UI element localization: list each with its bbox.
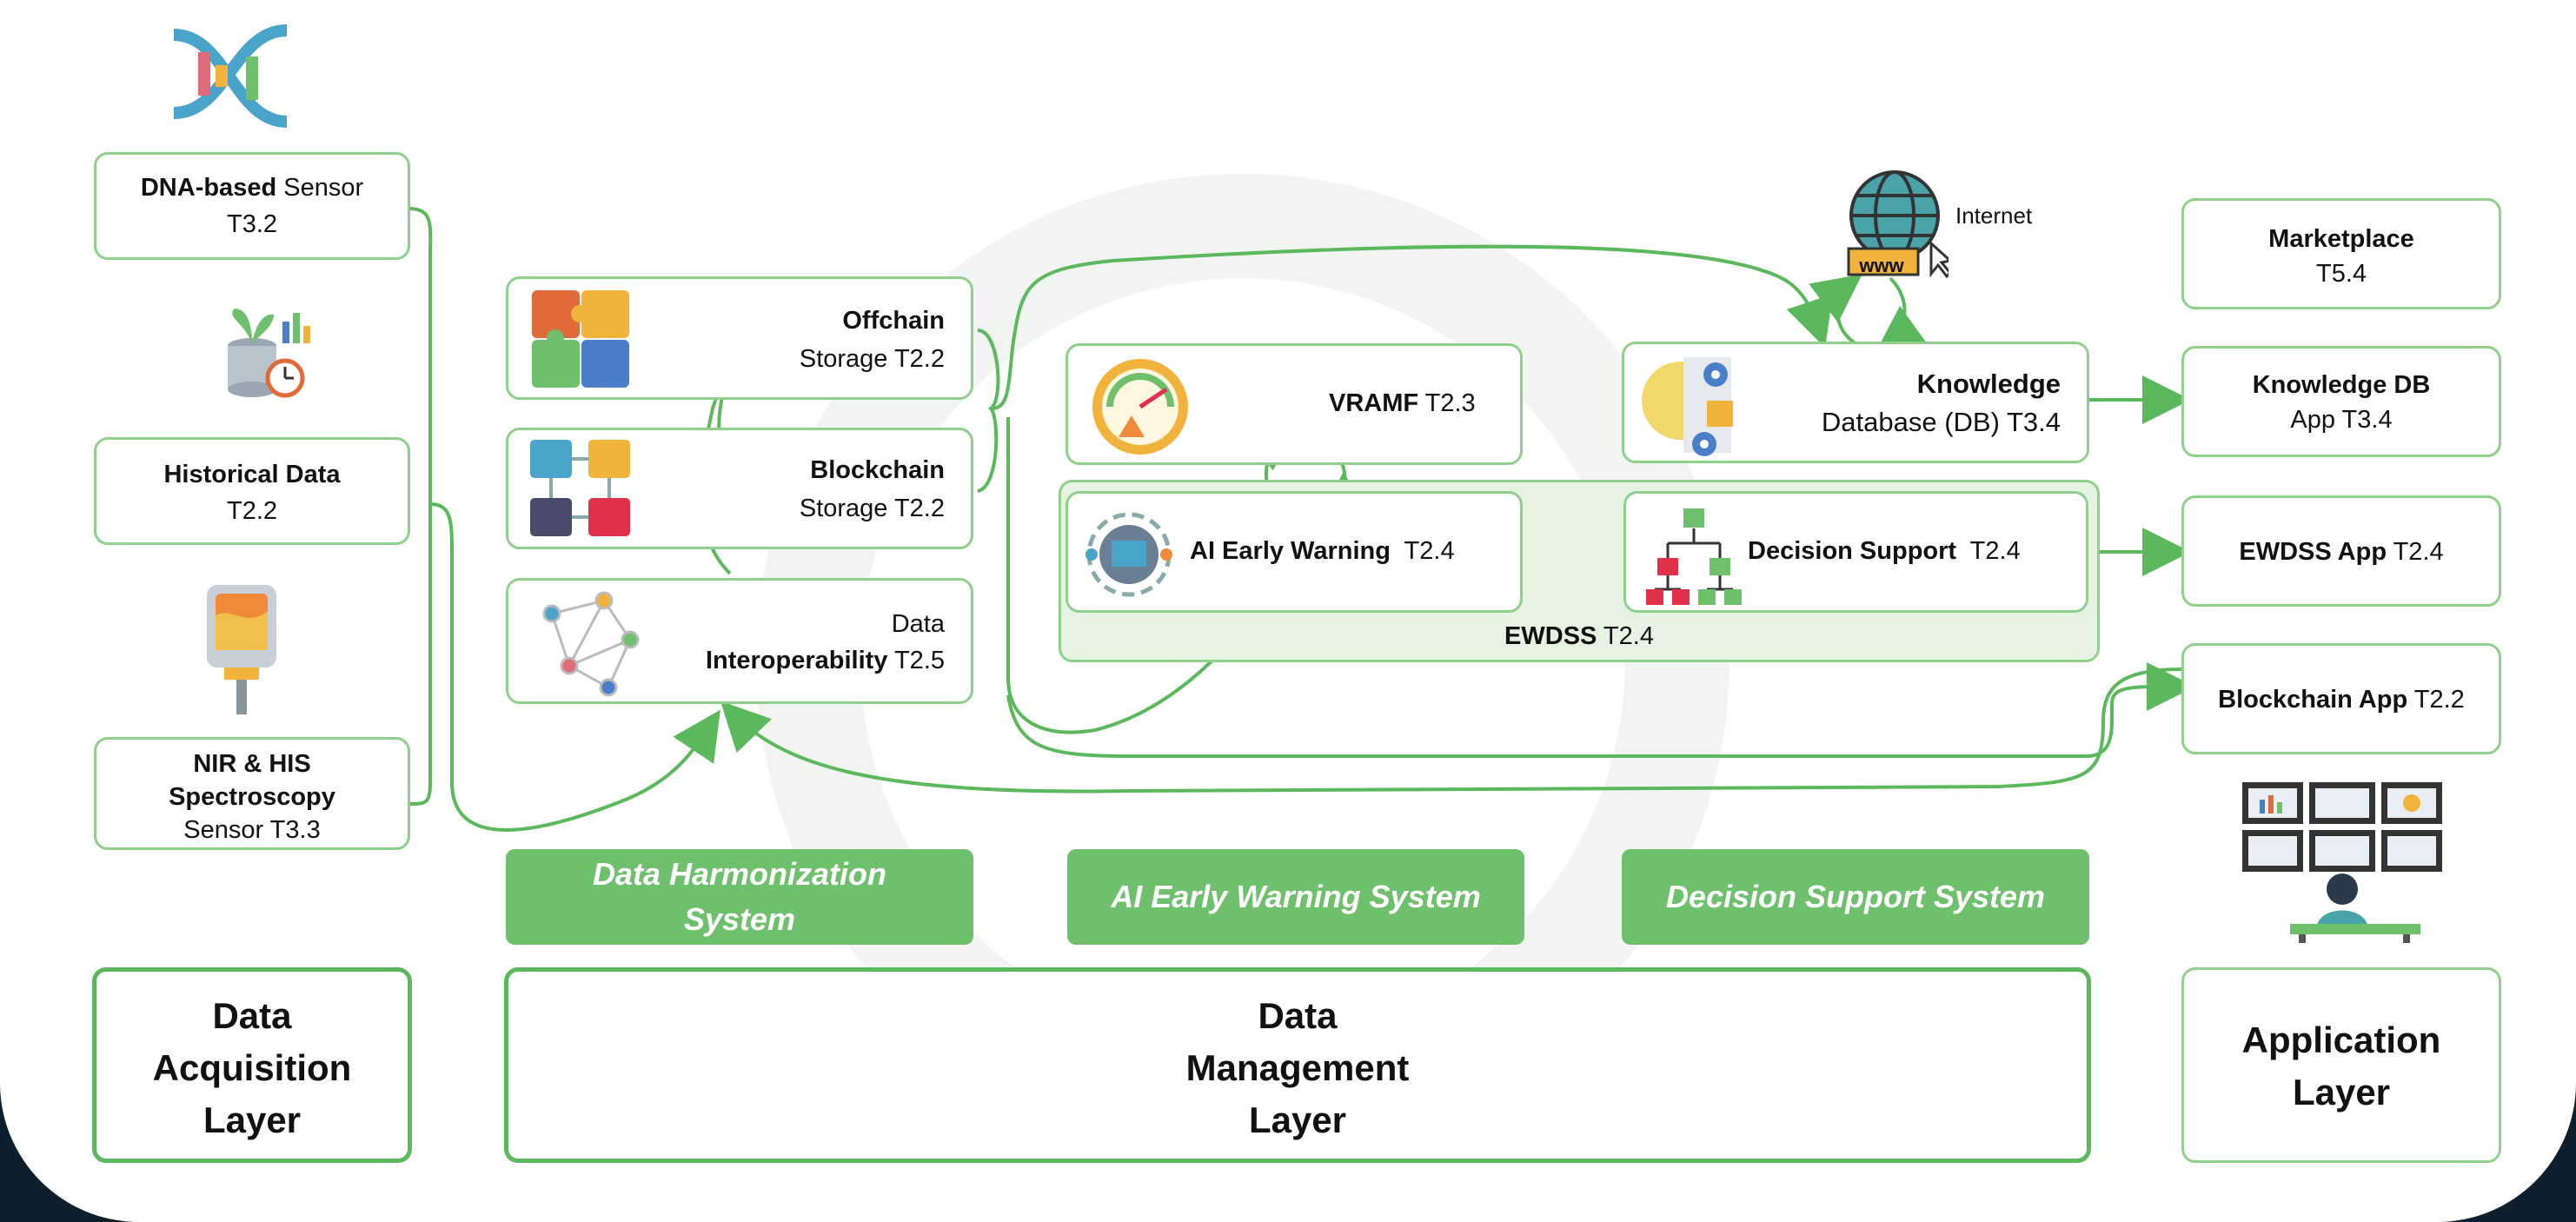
dna-sensor-box: DNA-based Sensor T3.2 (94, 152, 410, 260)
ai-early-bold: AI Early Warning (1190, 537, 1391, 565)
gauge-warning-icon (1084, 355, 1197, 463)
knowledge-subtitle: Database (DB) T3.4 (1821, 407, 2061, 437)
decision-support-box: Decision Support T2.4 (1623, 491, 2088, 613)
storage-to-right-line (990, 244, 1833, 410)
interoperability-box: Data Interoperability T2.5 (506, 578, 973, 704)
storage-bracket-line (977, 329, 1000, 493)
decision-task: T2.4 (1956, 537, 2021, 565)
blockchain-title: Blockchain (810, 456, 945, 484)
ai-early-task: T2.4 (1390, 537, 1455, 565)
ewdss-task: T2.4 (1597, 622, 1654, 650)
offchain-subtitle: Storage T2.2 (799, 345, 945, 373)
marketplace-task: T5.4 (2315, 260, 2367, 288)
nir-sensor-line2: Spectroscopy (169, 783, 335, 811)
internet-loop-line (1809, 274, 1862, 348)
blockchain-app-bold: Blockchain App (2218, 686, 2408, 714)
historical-data-task: T2.2 (226, 497, 278, 525)
knowledge-db-app-box: Knowledge DB App T3.4 (2181, 346, 2501, 457)
marketplace-box: Marketplace T5.4 (2181, 198, 2501, 309)
decision-tree-icon (1642, 504, 1746, 613)
knowledge-title: Knowledge (1916, 369, 2061, 399)
dna-sensor-bold: DNA-based (140, 174, 277, 202)
dna-helix-icon (156, 17, 330, 143)
application-layer-line2: Layer (2292, 1072, 2391, 1112)
management-layer-line2: Management (1185, 1047, 1410, 1088)
vramf-task: T2.3 (1418, 389, 1476, 417)
dashboard-user-icon (2238, 778, 2447, 947)
decision-support-system-label: Decision Support System (1622, 849, 2089, 945)
historical-data-box: Historical Data T2.2 (94, 437, 410, 545)
acquisition-layer-line1: Data (212, 995, 292, 1036)
data-harmonization-system-label: Data Harmonization System (506, 849, 973, 945)
interop-line1: Data (891, 610, 945, 638)
application-layer-box: Application Layer (2181, 967, 2501, 1163)
lightbulb-gears-icon (1633, 349, 1746, 466)
ewdss-app-task: T2.4 (2387, 538, 2444, 566)
dna-sensor-rest: Sensor (276, 174, 364, 202)
acquisition-layer-box: Data Acquisition Layer (92, 967, 412, 1163)
ewdss-app-bold: EWDSS App (2239, 538, 2387, 566)
historical-data-title: Historical Data (163, 461, 341, 488)
dna-sensor-task: T3.2 (226, 210, 278, 238)
management-layer-line1: Data (1258, 995, 1338, 1036)
blockchain-app-task: T2.2 (2407, 686, 2465, 714)
blockchain-subtitle: Storage T2.2 (799, 495, 945, 522)
interop-bold: Interoperability (705, 647, 888, 674)
ai-early-warning-system-label: AI Early Warning System (1067, 849, 1524, 945)
knowledge-app-title: Knowledge DB (2252, 371, 2431, 399)
www-label: www (1859, 255, 1904, 276)
puzzle-icon (528, 286, 641, 398)
nir-sensor-box: NIR & HIS Spectroscopy Sensor T3.3 (94, 737, 410, 850)
knowledge-app-line2: App T3.4 (2290, 406, 2393, 434)
decision-bold: Decision Support (1748, 537, 1957, 565)
acquisition-to-interop-line (429, 502, 720, 832)
network-graph-icon (534, 588, 647, 705)
acquisition-layer-line3: Layer (202, 1099, 302, 1140)
vramf-box: VRAMF T2.3 (1066, 343, 1523, 465)
blockchain-blocks-icon (526, 435, 639, 553)
internet-loop-line-2 (1875, 276, 1929, 355)
internet-globe-icon (1844, 165, 1954, 291)
management-layer-box: Data Management Layer (504, 967, 2091, 1163)
nir-sensor-line3: Sensor T3.3 (183, 816, 321, 844)
acquisition-bracket-line (408, 207, 433, 806)
ai-early-warning-box: AI Early Warning T2.4 (1066, 491, 1523, 613)
ewdss-label: EWDSS T2.4 (1059, 619, 2100, 654)
interop-task: T2.5 (887, 647, 945, 674)
database-plant-chart-icon (209, 296, 330, 404)
blockchain-app-box: Blockchain App T2.2 (2181, 643, 2501, 754)
knowledge-database-box: Knowledge Database (DB) T3.4 (1622, 342, 2089, 463)
blockchain-storage-box: Blockchain Storage T2.2 (506, 428, 973, 549)
ewdss-bold: EWDSS (1504, 622, 1597, 650)
ai-monitor-icon (1081, 502, 1177, 611)
offchain-storage-box: Offchain Storage T2.2 (506, 276, 973, 400)
marketplace-title: Marketplace (2268, 225, 2414, 253)
acquisition-layer-line2: Acquisition (152, 1047, 352, 1088)
management-layer-line3: Layer (1248, 1099, 1347, 1140)
offchain-title: Offchain (842, 307, 945, 335)
vramf-bold: VRAMF (1329, 389, 1419, 417)
blockchain-app-return-line (1006, 662, 2195, 758)
nir-sensor-line1: NIR & HIS (193, 750, 311, 778)
application-layer-line1: Application (2241, 1019, 2441, 1060)
internet-label: Internet (1955, 203, 2033, 229)
spectroscopy-sensor-icon (198, 581, 294, 724)
ewdss-app-box: EWDSS App T2.4 (2181, 495, 2501, 607)
app-to-interop-line (720, 667, 2182, 794)
knowledge-app-task: App T3.4 (2184, 402, 2499, 437)
